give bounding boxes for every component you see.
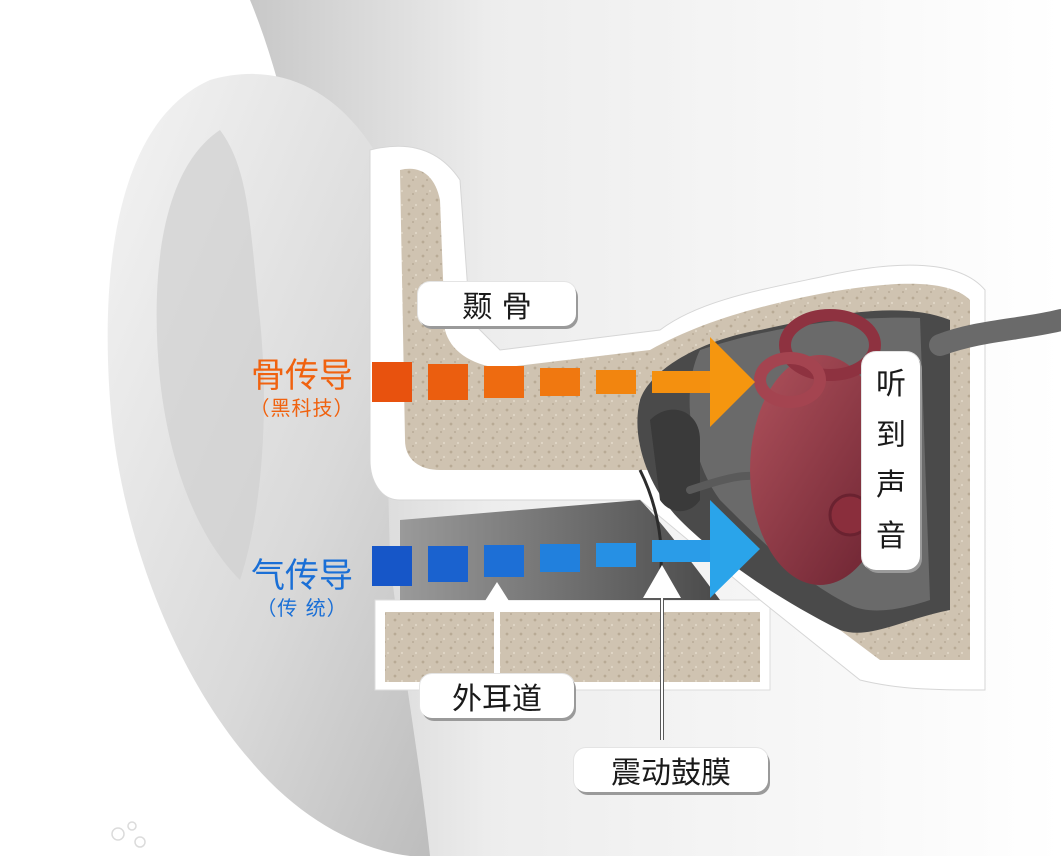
semicircular-canal-top [779,309,881,381]
semicircular-canal-mid [754,352,826,408]
bone-conduction-arrow [372,337,755,427]
temporal-bone-label: 颞 骨 [418,282,576,326]
ossicle-hammer [650,409,700,512]
air-conduction-legend: 气传导 （传 统） [232,556,372,620]
hear-sound-char-2: 到 [876,417,906,453]
air-conduction-subtitle: （传 统） [256,596,348,620]
hear-sound-label: 听 到 声 音 [862,352,920,570]
bone-conduction-legend: 骨传导 （黑科技） [232,356,372,420]
watermark-doodle [111,821,146,848]
air-conduction-title: 气传导 [251,556,353,596]
bone-conduction-subtitle: （黑科技） [249,396,355,420]
ear-canal-pointer [478,582,516,680]
auditory-nerve [929,309,1061,356]
lower-bone-layer [385,612,760,682]
auricle-inner-fold [156,130,264,580]
bone-conduction-title: 骨传导 [251,356,353,396]
ear-canal-label: 外耳道 [420,674,574,718]
eardrum-pointer [643,565,681,740]
hear-sound-char-3: 声 [876,468,906,504]
eardrum-label: 震动鼓膜 [574,748,768,792]
hear-sound-char-1: 听 [876,367,906,403]
air-conduction-arrow [372,500,760,598]
hear-sound-char-4: 音 [876,518,906,554]
